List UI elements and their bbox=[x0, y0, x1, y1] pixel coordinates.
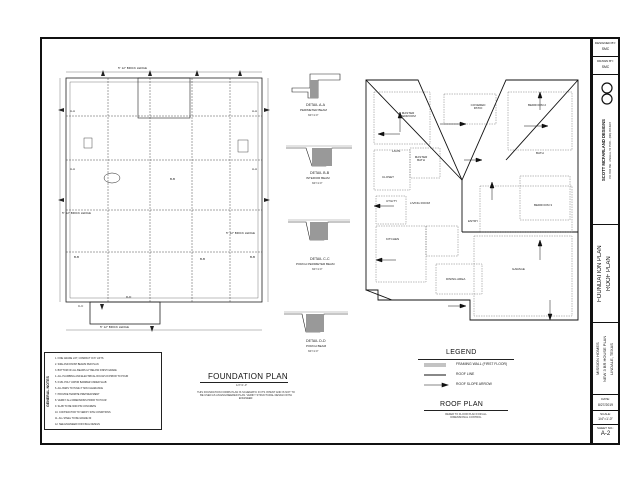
designed-by-label: DESIGNED BY: bbox=[594, 41, 617, 45]
general-note-item: 10. CONTRACTOR TO VERIFY SITE CONDITIONS bbox=[55, 411, 111, 414]
drawn-by-value: SMC bbox=[601, 65, 610, 69]
sheet-title-foundation: FOUNDATION PLAN bbox=[597, 245, 603, 303]
general-note-item: 8. VERIFY ALL DIMENSIONS PRIOR TO POUR bbox=[55, 399, 107, 402]
legend-title: LEGEND bbox=[446, 349, 477, 356]
detail-desc: INTERIOR BEAM bbox=[306, 176, 330, 180]
room-label: ENTRY bbox=[468, 219, 479, 223]
room-label: BEDROOM 3 bbox=[534, 203, 553, 207]
section-tag: B-B bbox=[170, 177, 176, 181]
general-note-item: 7. PROVIDE TERMITE PRETREATMENT bbox=[55, 393, 100, 396]
foundation-plan-scale: 1/4"=1'-0" bbox=[236, 384, 248, 387]
scale-label: SCALE: bbox=[600, 412, 611, 416]
section-tag: C-C bbox=[78, 304, 84, 308]
detail-title: DETAIL B-B bbox=[310, 171, 330, 175]
detail-scale: 3/4"=1'-0" bbox=[312, 182, 323, 185]
beam-label-right: 5" 12" BRICK LEDGE bbox=[226, 231, 255, 235]
general-note-item: 6. ALL BARS TO HAVE 3" MIN CLEARANCE bbox=[55, 387, 103, 390]
sheet-no-label: SHEET NO.: bbox=[597, 426, 614, 430]
general-note-item: 5. 6 MIL POLY VAPOR BARRIER UNDER SLAB bbox=[55, 381, 107, 384]
legend-item-framing-wall: FRAMING WALL (FIRST FLOOR) bbox=[456, 362, 508, 366]
general-note-item: 12. SEE ENGINEER FOR FINAL DESIGN bbox=[55, 423, 100, 426]
drawn-by-label: DRAWN BY: bbox=[597, 59, 614, 63]
section-tag: A-A bbox=[252, 167, 258, 171]
client-cell: MISSION HOMES NEW 3 BR HOUSE PLAN LINDAL… bbox=[593, 323, 618, 395]
general-note-item: 1. FINE GRADE LOT, COMPACT IN 6" LIFTS bbox=[55, 357, 104, 360]
section-tag: A-A bbox=[70, 109, 76, 113]
detail-scale: 3/4"=1'-0" bbox=[308, 114, 319, 117]
client-project: NEW 3 BR HOUSE PLAN bbox=[602, 335, 607, 383]
detail-title: DETAIL A-A bbox=[306, 103, 325, 107]
room-label: CLOSET bbox=[382, 175, 395, 179]
beam-label-left: 5" 12" BRICK LEDGE bbox=[62, 211, 91, 215]
general-note-item: 11. ALL STEEL TO BE GRADE 60 bbox=[55, 417, 92, 420]
room-label: MASTER BEDROOM bbox=[400, 111, 416, 118]
section-tag: B-B bbox=[250, 255, 256, 259]
date-label: DATE: bbox=[601, 397, 610, 401]
section-tag: D-D bbox=[126, 295, 132, 299]
section-tag: A-A bbox=[252, 109, 258, 113]
general-notes-box: GENERAL NOTES 1. FINE GRADE LOT, COMPACT… bbox=[44, 352, 162, 430]
sheet-title-cell: FOUNDATION PLAN ROOF PLAN bbox=[593, 225, 618, 323]
room-label: DINING AREA bbox=[446, 277, 466, 281]
section-tag: B-B bbox=[74, 255, 80, 259]
scale-cell: SCALE: 1/4"=1'-0" bbox=[593, 411, 618, 425]
general-note-item: 9. SLAB TO BE 3000 PSI CONCRETE bbox=[55, 405, 97, 408]
room-label: LIVING ROOM bbox=[410, 201, 431, 205]
general-note-item: 2. SIZE AND FINISH BEAMS PER PLAN bbox=[55, 363, 99, 366]
foundation-plan-note: THIS FOUNDATION FORMS PLAN IS SCHEMATIC … bbox=[197, 391, 295, 401]
section-tag: A-A bbox=[70, 167, 76, 171]
detail-title: DETAIL C-C bbox=[310, 257, 330, 261]
roof-title-underline bbox=[424, 410, 508, 411]
designed-by-value: SMC bbox=[601, 47, 610, 51]
date-cell: DATE: 8/27/2019 bbox=[593, 395, 618, 411]
detail-scale: 3/4"=1'-0" bbox=[312, 268, 323, 271]
sheet-title-roof: ROOF PLAN bbox=[606, 256, 612, 292]
detail-title: DETAIL D-D bbox=[306, 339, 326, 343]
general-note-item: 3. BOTTOM OF ALL BEAMS 12" BELOW FINISH … bbox=[55, 369, 117, 372]
scale-value: 1/4"=1'-0" bbox=[598, 417, 613, 421]
designed-by-cell: DESIGNED BY: SMC bbox=[593, 39, 618, 57]
beam-label-bottom: 5" 12" BRICK LEDGE bbox=[100, 325, 129, 329]
sheet-no-value: A-2 bbox=[600, 431, 611, 437]
room-label: BATH bbox=[536, 151, 544, 155]
drawn-by-cell: DRAWN BY: SMC bbox=[593, 57, 618, 75]
title-block: DESIGNED BY: SMC DRAWN BY: SMC SCOTT MCF… bbox=[592, 37, 620, 445]
room-label: KITCHEN bbox=[386, 237, 400, 241]
section-tag: B-B bbox=[200, 257, 206, 261]
sheet-no-cell: SHEET NO.: A-2 bbox=[593, 425, 618, 443]
company-name: SCOTT MCFARLAND DESIGNS bbox=[601, 119, 606, 181]
room-label: LAUN. bbox=[392, 149, 401, 153]
detail-scale: 3/4"=1'-0" bbox=[308, 350, 319, 353]
room-label: GARAGE bbox=[512, 267, 525, 271]
room-label: COVERED PATIO bbox=[470, 103, 486, 110]
room-label: BEDROOM 2 bbox=[528, 103, 547, 107]
general-note-item: 4. ALL PLUMBING AND ELECTRICAL ROUGH-IN … bbox=[55, 375, 129, 378]
room-label: MASTER BATH bbox=[414, 155, 428, 162]
detail-desc: PORCH BEAM bbox=[306, 344, 327, 348]
foundation-plan-title: FOUNDATION PLAN bbox=[208, 372, 288, 381]
company-logo-icon bbox=[601, 82, 613, 105]
detail-desc: PORCH PERIMETER BEAM bbox=[296, 262, 335, 266]
drawing-sheet bbox=[40, 37, 592, 445]
client-location: LINDALE, TEXAS bbox=[609, 343, 614, 375]
legend-title-underline bbox=[418, 359, 514, 360]
beam-label-top: 5" 12" BRICK LEDGE bbox=[118, 66, 147, 70]
company-cell: SCOTT MCFARLAND DESIGNS P.O. BOX 766 · L… bbox=[593, 75, 618, 225]
general-notes-list: 1. FINE GRADE LOT, COMPACT IN 6" LIFTS 2… bbox=[55, 356, 159, 428]
legend-item-slope-arrow: ROOF SLOPE ARROW bbox=[456, 382, 492, 386]
company-contact: P.O. BOX 766 · LINDALE, TX 75771 · (903)… bbox=[609, 121, 612, 179]
detail-desc: PERIMETER BEAM bbox=[300, 108, 327, 112]
client-name: MISSION HOMES bbox=[595, 342, 600, 376]
legend-item-roof-line: ROOF LINE bbox=[456, 372, 475, 376]
roof-plan-title: ROOF PLAN bbox=[440, 401, 484, 408]
room-label: UTILITY bbox=[386, 199, 398, 203]
foundation-title-underline bbox=[200, 382, 288, 383]
roof-plan-note: REFER TO FLOOR PLAN FOR ALL DIMENSIONAL … bbox=[445, 413, 487, 420]
date-value: 8/27/2019 bbox=[597, 403, 614, 407]
